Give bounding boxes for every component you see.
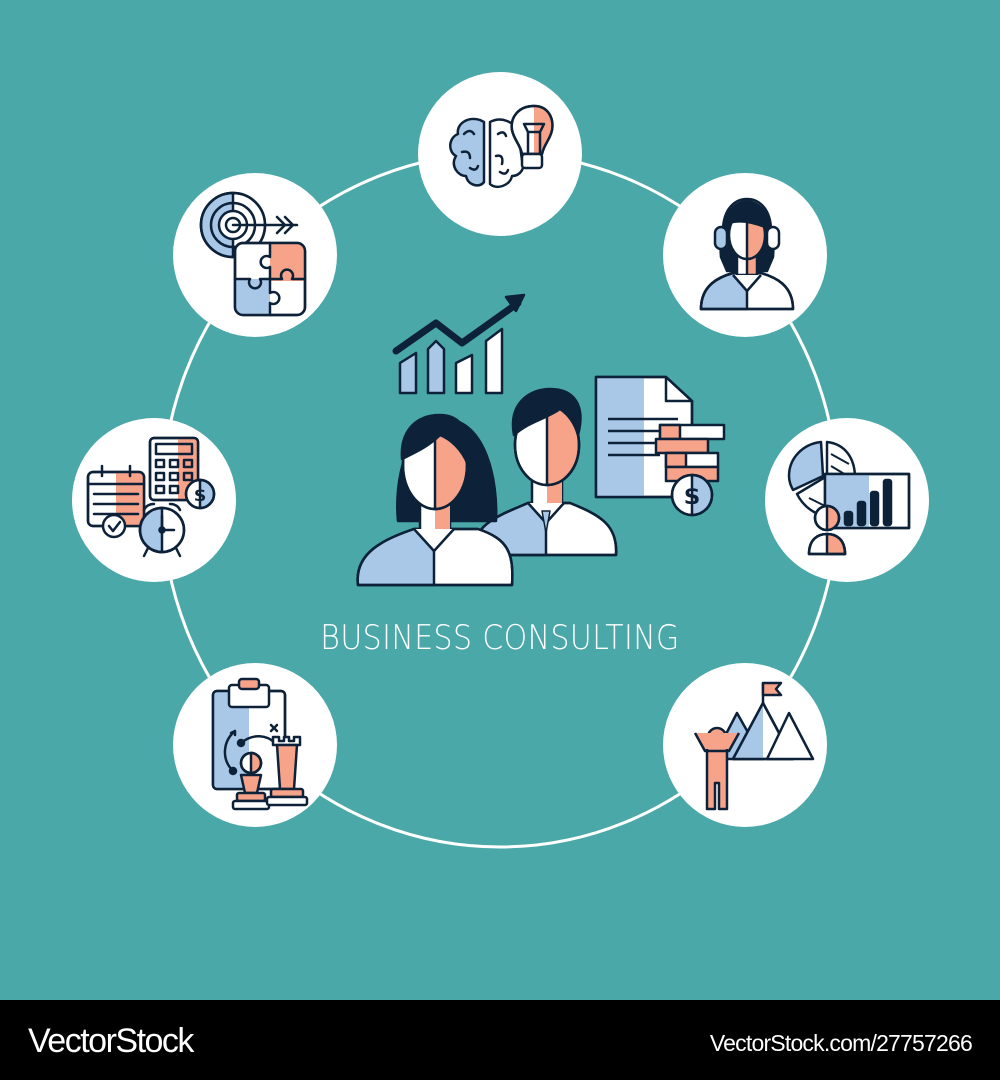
business-team-icon bbox=[356, 387, 618, 587]
mountain-flag-success-icon bbox=[693, 681, 815, 811]
node-analytics bbox=[765, 418, 929, 582]
svg-text:$: $ bbox=[684, 482, 701, 510]
center-illustration: $ bbox=[356, 293, 726, 587]
node-goals bbox=[173, 173, 337, 337]
brand-logo: VectorStock bbox=[28, 1022, 194, 1060]
document-coins-icon: $ bbox=[594, 375, 726, 517]
node-planning: $ bbox=[72, 418, 236, 582]
growth-chart-icon bbox=[392, 293, 526, 395]
chess-strategy-clipboard-icon bbox=[211, 677, 309, 811]
calendar-calculator-clock-icon: $ bbox=[86, 436, 216, 558]
svg-text:$: $ bbox=[194, 485, 207, 506]
support-agent-headset-icon bbox=[699, 197, 795, 311]
brain-lightbulb-icon bbox=[449, 104, 554, 188]
image-reference: VectorStock.com/27757266 bbox=[709, 1030, 973, 1056]
target-puzzle-icon bbox=[199, 191, 307, 317]
node-achievement bbox=[663, 663, 827, 827]
illustration-canvas: $ bbox=[72, 72, 929, 849]
node-customer-support bbox=[663, 173, 827, 337]
page-title: BUSINESS CONSULTING bbox=[320, 618, 680, 658]
node-strategy bbox=[173, 663, 337, 827]
node-ideas bbox=[418, 72, 582, 236]
watermark-footer: VectorStock VectorStock.com/27757266 bbox=[0, 1000, 1000, 1080]
presentation-analytics-icon bbox=[787, 440, 911, 556]
